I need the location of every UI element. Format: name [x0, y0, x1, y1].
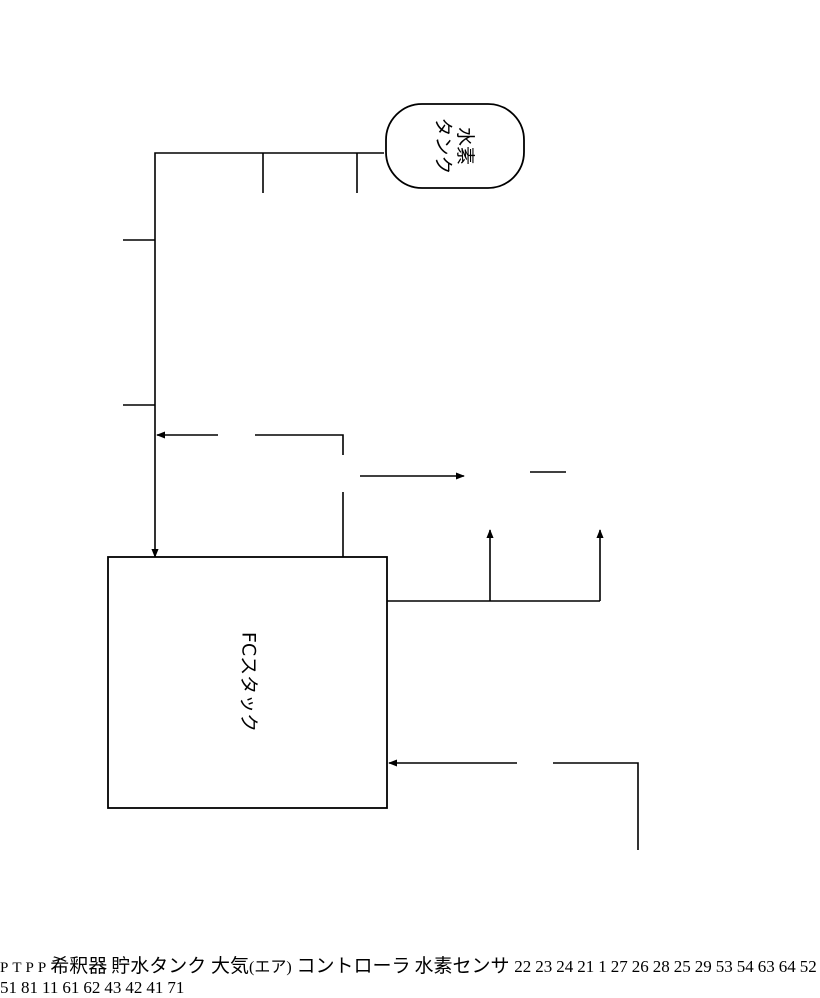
- ref-1: 1: [598, 957, 607, 976]
- fc-stack: FCスタック: [108, 557, 387, 808]
- diluter-label: 希釈器: [50, 956, 107, 977]
- ref-21: 21: [577, 957, 594, 976]
- ref-53: 53: [716, 957, 733, 976]
- ref-71: 71: [167, 978, 184, 997]
- ref-62: 62: [83, 978, 100, 997]
- hydrogen-sensor: 水素センサ: [414, 959, 514, 976]
- ref-26: 26: [632, 957, 649, 976]
- ref-61: 61: [62, 978, 79, 997]
- ref-25: 25: [674, 957, 691, 976]
- ref-29: 29: [695, 957, 712, 976]
- controller: コントローラ: [296, 959, 414, 976]
- pressure-sensor-27-symbol: P: [0, 960, 8, 976]
- ref-23: 23: [535, 957, 552, 976]
- pressure-sensor-28: P: [26, 959, 38, 976]
- pressure-sensor-28-symbol: P: [26, 960, 34, 976]
- ref-54: 54: [737, 957, 754, 976]
- ref-11: 11: [42, 978, 58, 997]
- ref-42: 42: [125, 978, 142, 997]
- pressure-sensor-29: P: [38, 959, 50, 976]
- ref-51: 51: [0, 978, 17, 997]
- controller-label: コントローラ: [296, 956, 410, 977]
- diluter: 希釈器: [50, 959, 111, 976]
- hydrogen-supply-line: [155, 153, 384, 557]
- fc-stack-label: FCスタック: [238, 632, 260, 732]
- pressure-sensor-29-symbol: P: [38, 960, 46, 976]
- ref-52: 52: [800, 957, 817, 976]
- ref-24: 24: [556, 957, 573, 976]
- pressure-sensor-27: P: [0, 959, 12, 976]
- hydrogen-sensor-label: 水素センサ: [414, 956, 514, 977]
- water-tank: 貯水タンク: [111, 959, 211, 976]
- air-source-label: 大気(エア): [211, 956, 296, 977]
- recirculation-line: [255, 435, 343, 455]
- ref-27: 27: [611, 957, 628, 976]
- ref-22: 22: [514, 957, 531, 976]
- ref-81: 81: [21, 978, 38, 997]
- hydrogen-tank: 水素タンク: [386, 104, 524, 188]
- water-tank-label: 貯水タンク: [111, 956, 211, 977]
- temperature-sensor-26: T: [12, 959, 25, 976]
- ref-41: 41: [146, 978, 163, 997]
- ref-64: 64: [779, 957, 796, 976]
- temperature-sensor-26-symbol: T: [12, 960, 21, 976]
- ref-43: 43: [104, 978, 121, 997]
- ref-28: 28: [653, 957, 670, 976]
- fuel-cell-system-diagram: FCスタック 水素タンク: [0, 0, 820, 951]
- air-supply-line: [553, 763, 638, 850]
- ref-63: 63: [758, 957, 775, 976]
